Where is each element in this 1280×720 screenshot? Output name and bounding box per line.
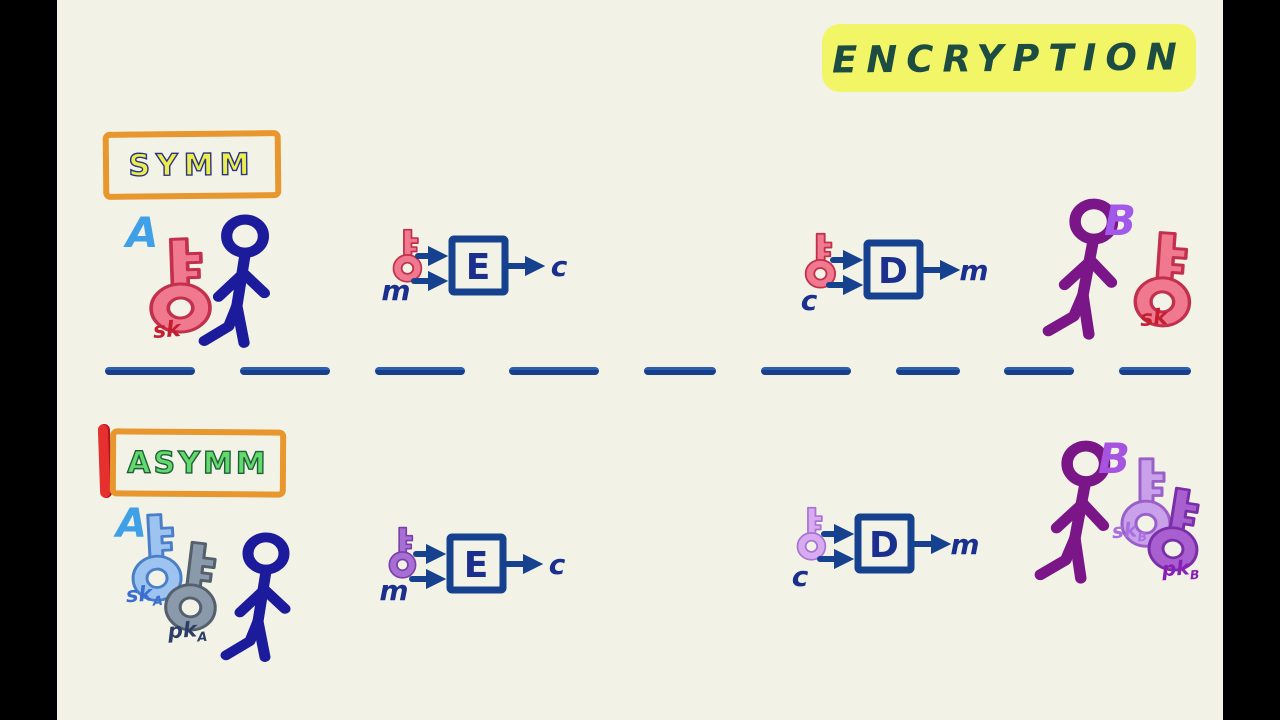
output-label: m [950, 528, 979, 561]
title-highlight: ENCRYPTION [822, 24, 1196, 92]
public-key-label: pkB [1161, 555, 1200, 583]
box-letter: E [466, 247, 491, 288]
bob-name-label: B [1098, 434, 1131, 483]
divider-dash [895, 367, 960, 375]
divider-dash [1004, 367, 1075, 375]
section-divider [105, 367, 1191, 375]
symm-section-label: SYMM [128, 146, 257, 184]
input-label: c [792, 560, 809, 593]
alice-name-label: A [126, 208, 159, 257]
box-letter: D [878, 251, 908, 292]
symm-section-frame: SYMM [102, 130, 282, 200]
output-label: m [959, 254, 988, 287]
secret-key-label: skB [1111, 517, 1148, 545]
input-label: m [379, 574, 408, 607]
secret-key-label: sk [152, 317, 182, 344]
divider-dash [239, 367, 330, 375]
symmetric-encrypt-diagram: E m c [381, 235, 568, 307]
output-label: c [549, 548, 566, 581]
asymm-section-frame: ASYMM [109, 428, 287, 498]
public-key-label: pkA [167, 617, 208, 646]
alice-name-label: A [116, 501, 147, 547]
secret-key-label: skA [125, 581, 164, 610]
letterbox-left [0, 0, 57, 720]
asymm-section-label: ASYMM [127, 444, 270, 481]
divider-dash [644, 367, 716, 375]
alice-stick-figure-icon [214, 532, 314, 666]
alice-stick-figure-icon [192, 214, 294, 352]
letterbox-right [1223, 0, 1280, 720]
divider-dash [509, 367, 600, 375]
divider-dash [1119, 367, 1191, 375]
input-label: c [801, 284, 818, 317]
input-label: m [381, 274, 410, 307]
bob-name-label: B [1104, 196, 1137, 245]
secret-key-label: sk [1139, 305, 1169, 332]
box-letter: D [869, 525, 899, 566]
page-title: ENCRYPTION [831, 34, 1187, 82]
symmetric-decrypt-diagram: D c m [801, 239, 989, 317]
asymmetric-decrypt-diagram: D c m [792, 513, 980, 593]
output-label: c [551, 250, 568, 283]
box-letter: E [464, 545, 489, 586]
asymmetric-encrypt-diagram: E m c [379, 533, 566, 607]
divider-dash [374, 367, 465, 375]
divider-dash [760, 367, 851, 375]
divider-dash [105, 367, 195, 375]
